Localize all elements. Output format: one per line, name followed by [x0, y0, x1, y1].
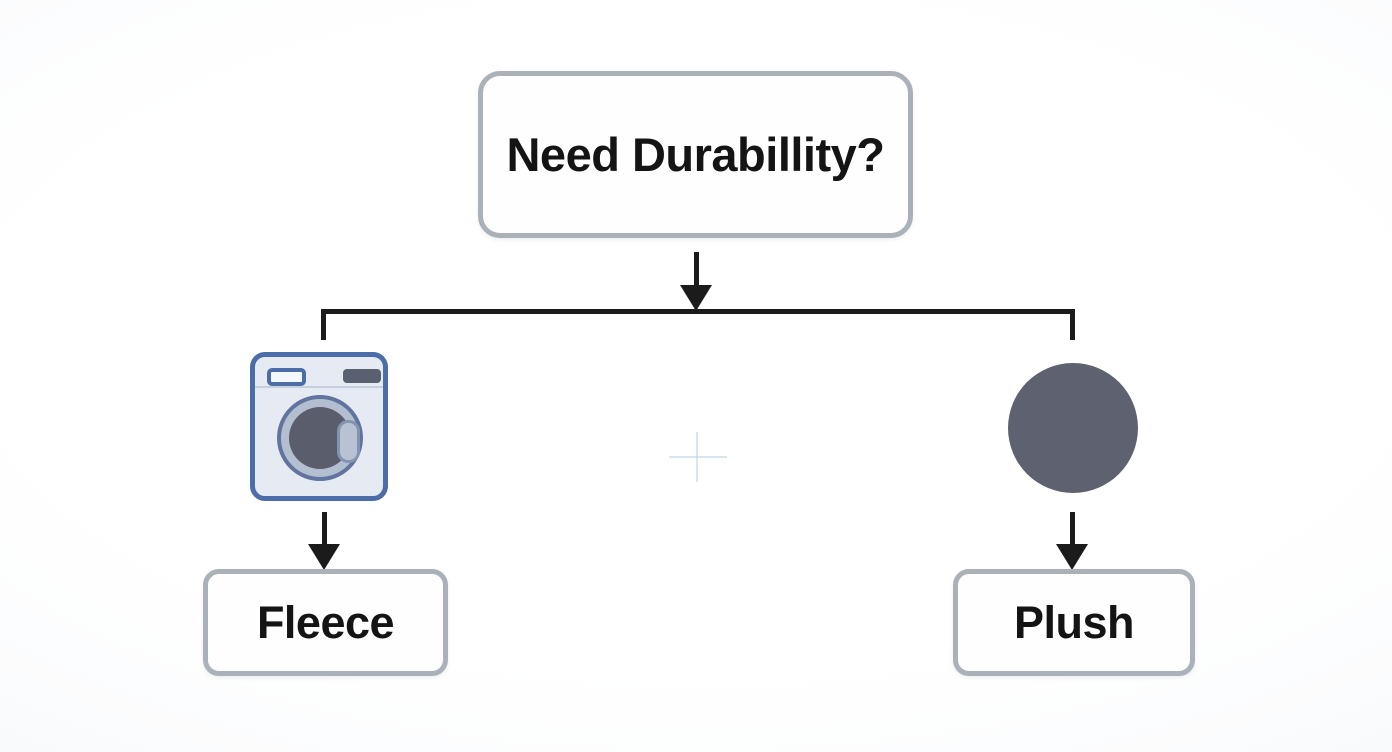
- connector-right-elbow: [1070, 311, 1075, 340]
- connector-right-stem: [1070, 512, 1075, 547]
- center-crosshair-icon: [696, 432, 698, 482]
- center-crosshair-icon: [669, 456, 727, 458]
- washer-control-panel: [343, 369, 381, 383]
- arrowhead-right-icon: [1056, 544, 1088, 570]
- result-node-fleece: Fleece: [203, 569, 448, 676]
- connector-branch-line: [321, 309, 1075, 314]
- washer-detergent-drawer: [267, 368, 306, 386]
- result-node-fleece-label: Fleece: [256, 596, 395, 648]
- washer-top-seam: [255, 386, 383, 388]
- connector-root-stem: [694, 252, 699, 287]
- fabric-swatch-icon: [1008, 363, 1138, 493]
- decision-node-durability: Need Durabillity?: [478, 71, 913, 238]
- washing-machine-icon: [250, 352, 388, 501]
- connector-left-elbow: [321, 311, 326, 340]
- decision-node-label: Need Durabillity?: [506, 128, 885, 181]
- result-node-plush: Plush: [953, 569, 1195, 676]
- washer-door: [277, 395, 363, 481]
- result-node-plush-label: Plush: [1013, 596, 1135, 648]
- washer-door-handle: [337, 420, 360, 463]
- arrowhead-left-icon: [308, 544, 340, 570]
- connector-left-stem: [322, 512, 327, 547]
- arrowhead-root-icon: [680, 285, 712, 311]
